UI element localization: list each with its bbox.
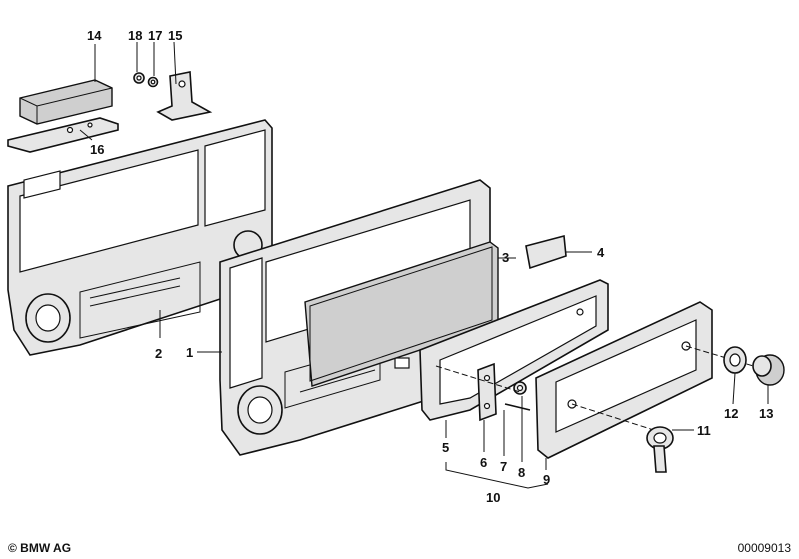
part-18-nut: [133, 72, 145, 84]
label-4: 4: [597, 245, 605, 260]
diagram-code: 00009013: [737, 541, 791, 555]
label-11: 11: [697, 423, 711, 438]
label-14: 14: [87, 28, 102, 43]
part-15-mounting-bracket: [156, 71, 213, 121]
label-9: 9: [543, 472, 550, 487]
part-7-screw: [504, 403, 531, 411]
callout-labels: 14 18 17 15 16 2 1 3 4 5 6 7 8 9 10 11 1…: [87, 28, 773, 505]
part-13-knob-cap: [752, 354, 785, 386]
part-11-rotary-knob: [646, 426, 674, 473]
label-3: 3: [502, 250, 509, 265]
copyright-text: © BMW AG: [8, 541, 72, 555]
part-8-bushing: [513, 381, 527, 395]
label-12: 12: [724, 406, 738, 421]
part-14-foam-pad: [19, 79, 113, 125]
label-7: 7: [500, 459, 507, 474]
part-4-cover-cap: [525, 234, 567, 270]
label-13: 13: [759, 406, 773, 421]
part-16-bracket: [7, 117, 119, 153]
part-12-bulb-holder: [723, 346, 747, 374]
label-16: 16: [90, 142, 104, 157]
label-15: 15: [168, 28, 182, 43]
label-8: 8: [518, 465, 525, 480]
label-6: 6: [480, 455, 487, 470]
label-17: 17: [148, 28, 162, 43]
label-1: 1: [186, 345, 193, 360]
label-18: 18: [128, 28, 142, 43]
part-3-display-glass: [304, 241, 499, 387]
label-10: 10: [486, 490, 500, 505]
part-17-washer: [147, 76, 159, 88]
label-5: 5: [442, 440, 449, 455]
leader-lines: [79, 41, 769, 489]
label-2: 2: [155, 346, 162, 361]
part-6-clamp-plate: [477, 362, 497, 422]
part-2-rear-trim-frame: [7, 119, 273, 356]
